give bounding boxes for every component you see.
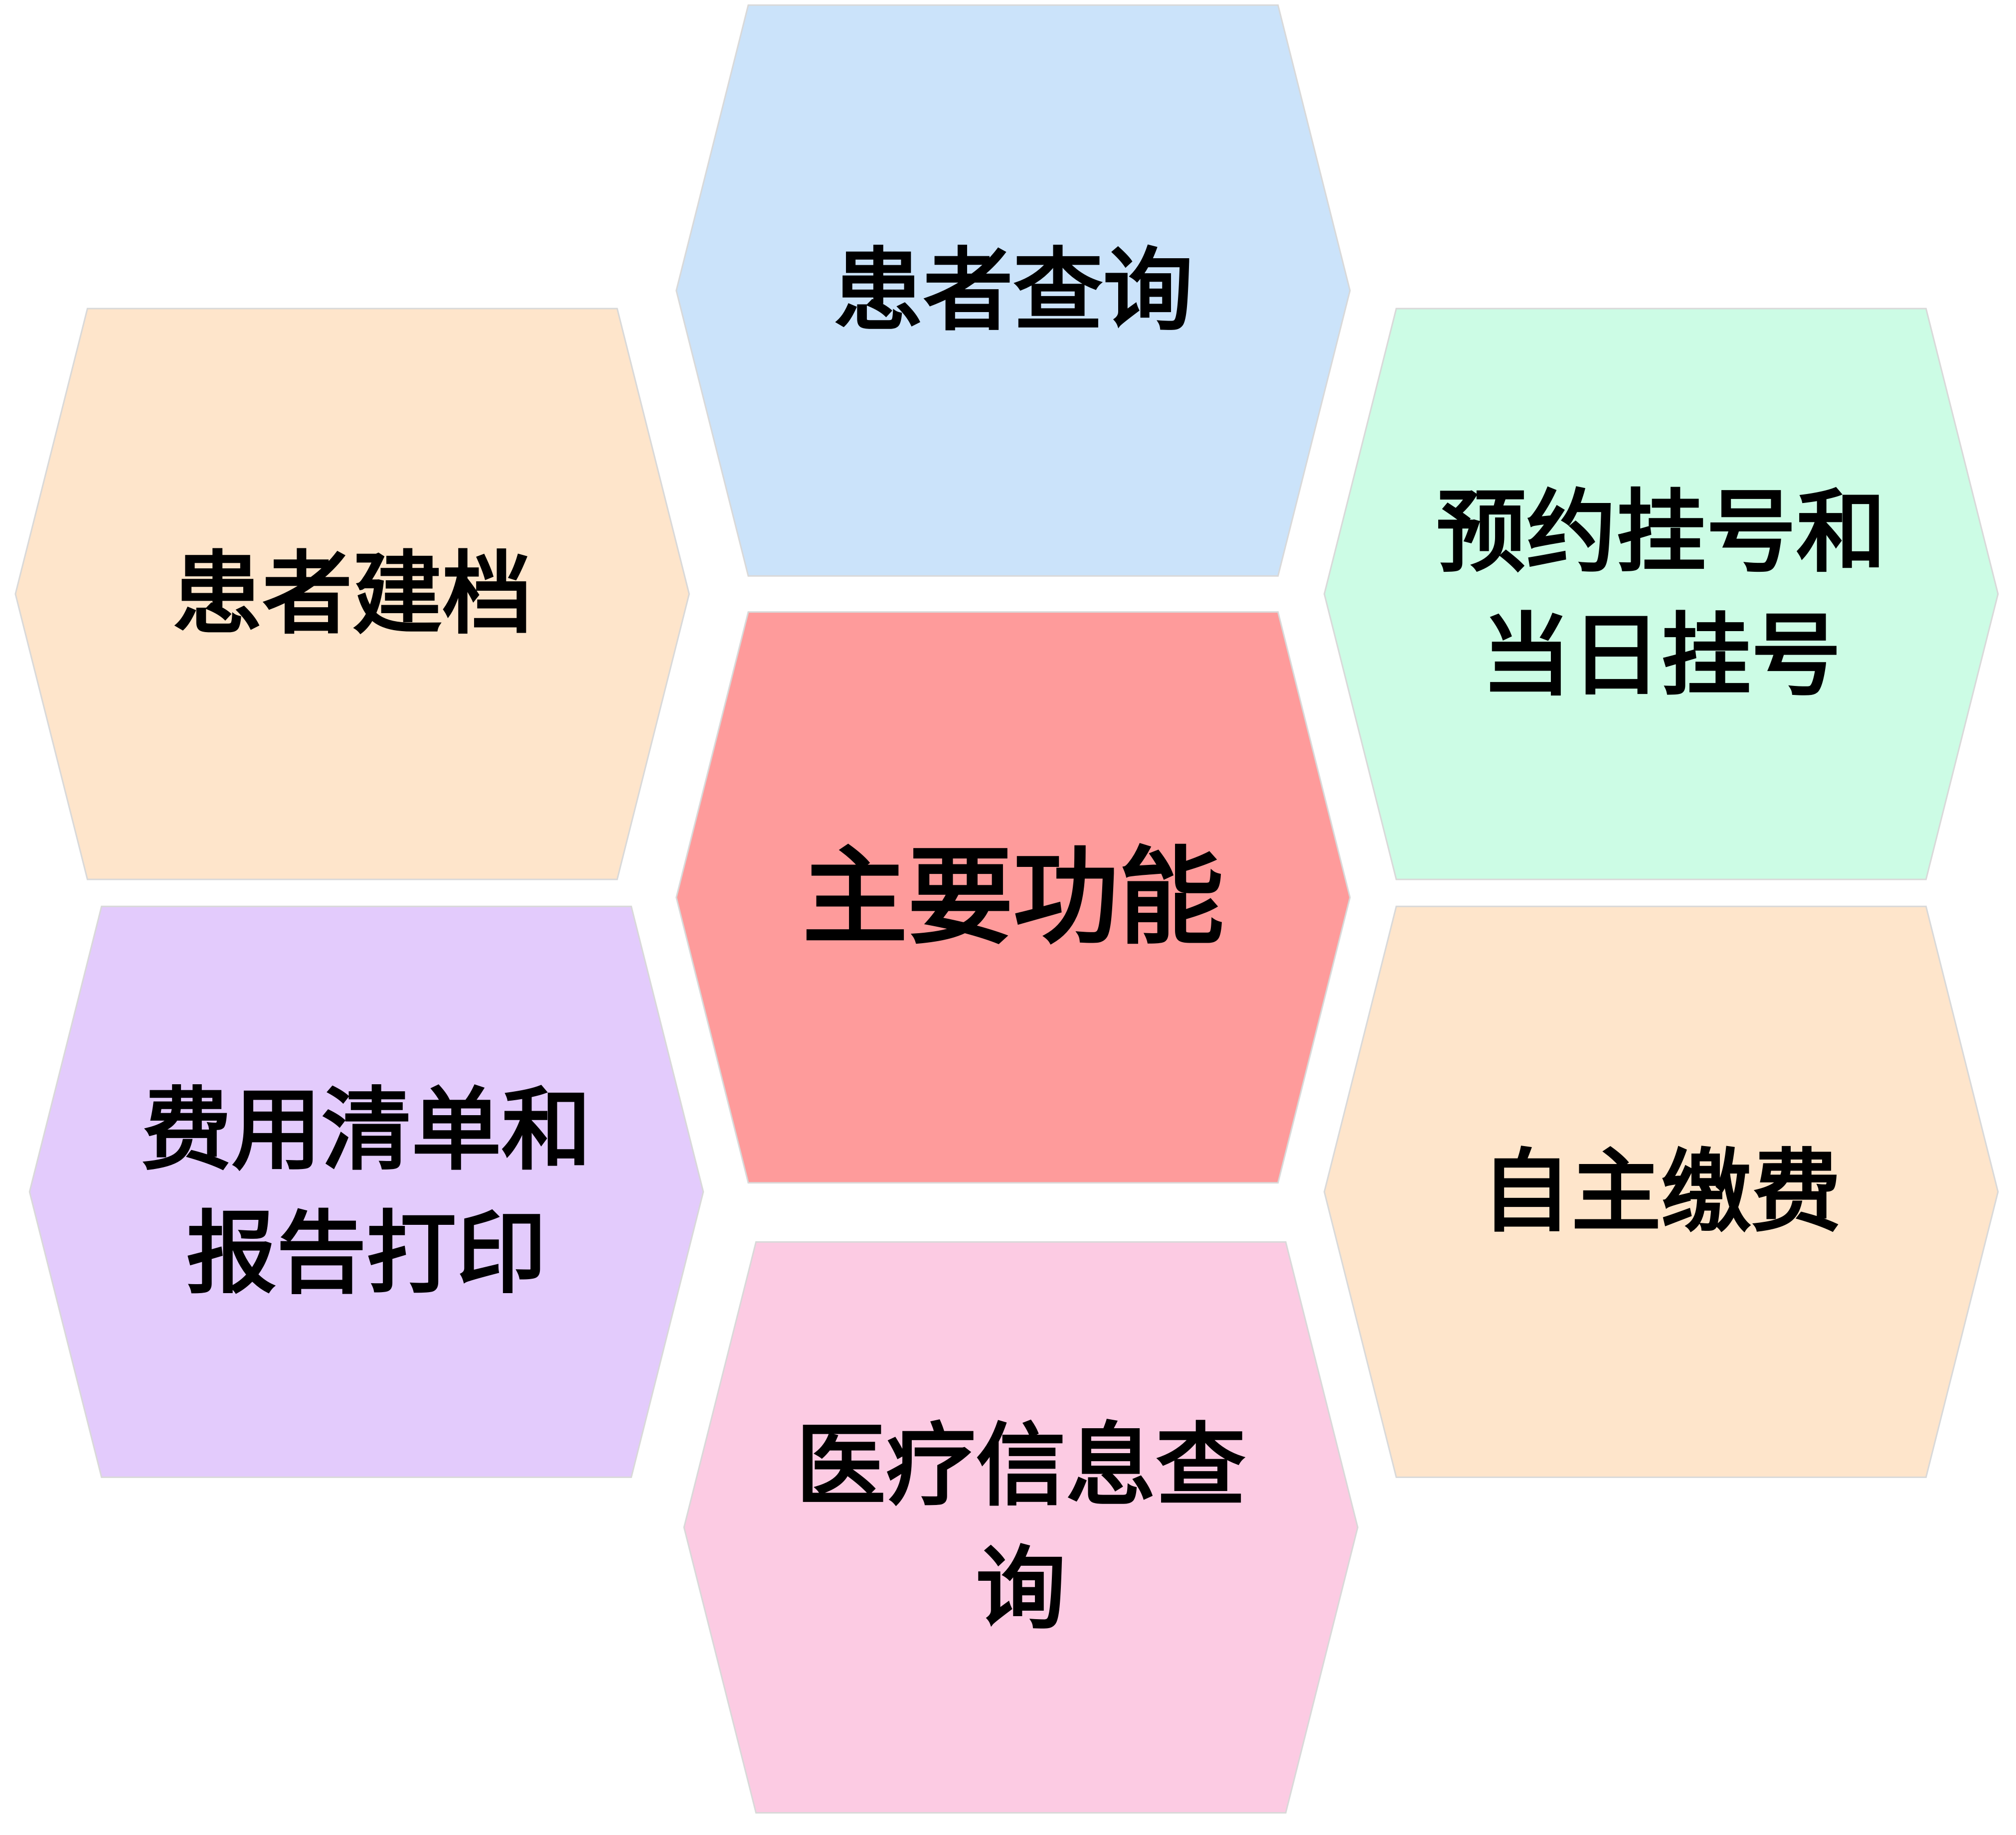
- hex-self-payment-label-line: 自主缴费: [1481, 1139, 1841, 1244]
- hex-bill-report-print-label-line: 报告打印: [186, 1201, 546, 1306]
- hex-patient-query: 患者查询: [675, 4, 1351, 577]
- hex-appointment-registration-label-line: 预约挂号和: [1436, 480, 1886, 585]
- hex-medical-info-query-shape: [683, 1241, 1359, 1814]
- hex-center-main-functions-label-line: 主要功能: [802, 836, 1224, 959]
- hex-center-main-functions: 主要功能: [675, 611, 1351, 1184]
- hex-medical-info-query-label-line: 医疗信息查: [796, 1413, 1246, 1518]
- hex-appointment-registration-shape: [1323, 308, 1999, 880]
- hex-center-main-functions-shape: [675, 611, 1351, 1184]
- hex-appointment-registration-label-line: 当日挂号: [1481, 603, 1841, 708]
- hex-medical-info-query-label-line: 询: [976, 1536, 1066, 1642]
- hex-self-payment: 自主缴费: [1323, 905, 1999, 1478]
- hex-bill-report-print-shape: [28, 905, 704, 1478]
- hex-patient-query-shape: [675, 4, 1351, 577]
- hex-patient-registration: 患者建档: [14, 308, 690, 880]
- hex-patient-registration-shape: [14, 308, 690, 880]
- hex-patient-registration-label-line: 患者建档: [172, 541, 532, 647]
- hex-patient-query-label-line: 患者查询: [833, 238, 1193, 343]
- hex-bill-report-print-label-line: 费用清单和: [142, 1078, 592, 1183]
- hex-self-payment-shape: [1323, 905, 1999, 1478]
